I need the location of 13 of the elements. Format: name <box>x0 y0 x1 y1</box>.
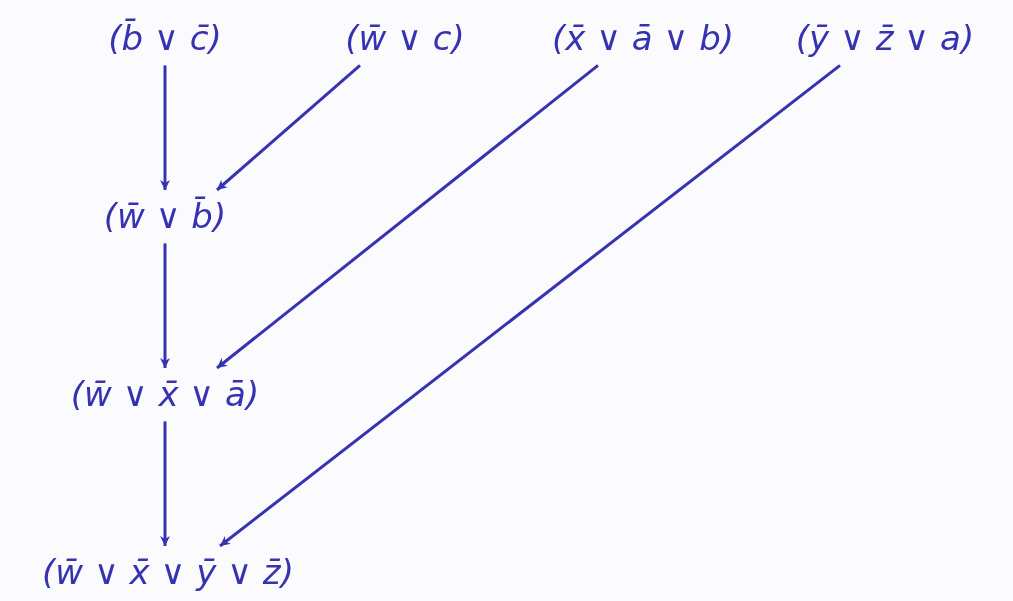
clause-formula: (w̄ ∨ x̄ ∨ ā) <box>70 376 260 414</box>
clause-formula: (w̄ ∨ x̄ ∨ ȳ ∨ z̄) <box>42 554 294 592</box>
arrow <box>216 64 599 370</box>
arrow <box>219 64 841 548</box>
clause-formula: (ȳ ∨ z̄ ∨ a) <box>795 20 975 58</box>
clause-formula: (w̄ ∨ b̄) <box>103 198 227 236</box>
arrow <box>160 243 170 368</box>
clause-formula: (b̄ ∨ c̄) <box>108 20 222 58</box>
clause-formula: (w̄ ∨ c) <box>345 20 465 58</box>
clause-formula: (x̄ ∨ ā ∨ b) <box>551 20 735 58</box>
arrow <box>160 421 170 546</box>
arrow <box>216 64 361 192</box>
arrow <box>160 65 170 190</box>
